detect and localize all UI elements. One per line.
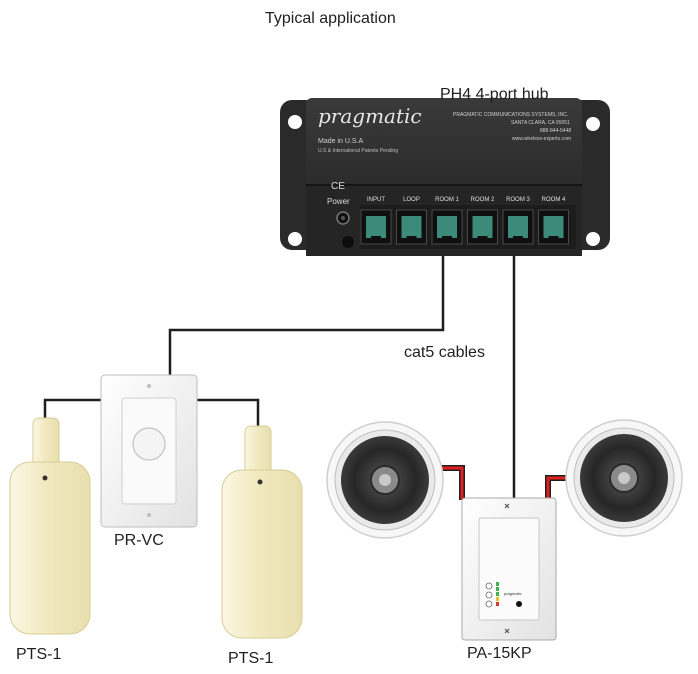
- hub-port-room-1: [431, 209, 463, 245]
- hub-ports: [360, 209, 569, 245]
- speaker-wire-right: [545, 475, 572, 500]
- ceiling-speaker-right: [565, 419, 683, 537]
- pa-15kp-label: PA-15KP: [467, 645, 532, 662]
- hub-company: PRAGMATIC COMMUNICATIONS SYSTEMS, INC.: [453, 112, 569, 118]
- pts-1-right-speaker: [221, 425, 303, 639]
- hub-port-loop: [396, 209, 427, 245]
- hub-ce-mark: CE: [331, 181, 345, 192]
- hub-port-label: LOOP: [403, 197, 420, 203]
- cable-label: cat5 cables: [404, 344, 485, 361]
- cable-room1-to-pr-vc: [168, 238, 445, 378]
- hub-port-room-3: [502, 209, 534, 245]
- hub-port-input: [360, 209, 392, 245]
- hub-label: PH4 4-port hub: [440, 86, 549, 103]
- pa-15kp-amplifier: [461, 497, 557, 641]
- wire-pr-vc-to-left-tube: [43, 398, 104, 420]
- wire-pr-vc-to-right-tube: [196, 398, 260, 428]
- diagram-title: Typical application: [265, 10, 396, 27]
- hub-power-label: Power: [327, 197, 350, 206]
- hub-port-label: ROOM 1: [435, 197, 459, 203]
- pts-1-left-label: PTS-1: [16, 646, 62, 663]
- hub-port-label: ROOM 2: [470, 197, 495, 203]
- ceiling-speaker-left: [326, 421, 444, 539]
- pts-1-left-speaker: [9, 417, 91, 635]
- hub-phone: 888-844-5448: [540, 128, 572, 134]
- hub-brand-logo: pragmatic: [318, 104, 422, 128]
- hub-port-label: ROOM 3: [506, 197, 530, 203]
- amp-brand-logo: pragmatic: [504, 591, 522, 596]
- hub-patents: U.S & International Patents Pending: [318, 148, 399, 154]
- pr-vc-label: PR-VC: [114, 532, 164, 549]
- hub-website: www.wireless-experts.com: [512, 136, 571, 142]
- hub-made-in: Made in U.S.A: [318, 138, 364, 145]
- hub-port-room-2: [467, 209, 498, 245]
- pr-vc-volume-control: [100, 374, 198, 528]
- hub-port-label: INPUT: [367, 197, 385, 203]
- hub-address: SANTA CLARA, CA 95051: [511, 120, 570, 126]
- speaker-wire-left: [440, 465, 465, 500]
- hub-port-label: ROOM 4: [541, 197, 566, 203]
- pts-1-right-label: PTS-1: [228, 650, 274, 667]
- hub-port-room-4: [538, 209, 569, 245]
